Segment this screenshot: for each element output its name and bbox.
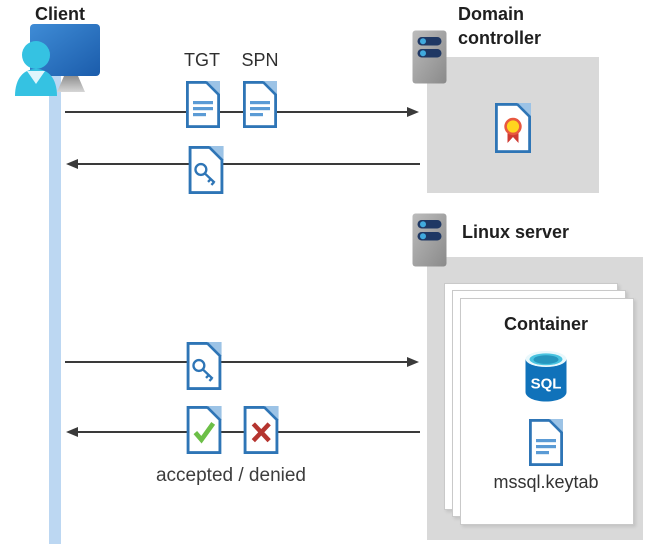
spn-document-icon	[243, 81, 277, 128]
key-document-icon	[186, 342, 222, 390]
tgt-label: TGT	[184, 50, 220, 70]
client-lifeline	[49, 70, 61, 544]
client-label: Client	[34, 4, 85, 24]
present-ticket-arrow	[65, 357, 419, 367]
domain-controller-server-icon	[412, 30, 447, 84]
result-label: accepted / denied	[155, 465, 306, 486]
certificate-document-icon	[495, 103, 531, 153]
linux-server-label: Linux server	[462, 222, 570, 242]
cross-document-icon	[243, 406, 279, 454]
client-user-computer-icon	[15, 24, 100, 96]
request-tgt-spn-arrow	[65, 107, 419, 117]
container-label: Container	[503, 314, 588, 334]
tgt-document-icon	[186, 81, 220, 128]
check-document-icon	[186, 406, 222, 454]
keytab-document-icon	[529, 419, 563, 466]
key-document-icon	[188, 146, 224, 194]
sql-badge-text: SQL	[531, 376, 562, 393]
return-ticket-arrow	[66, 159, 420, 169]
linux-server-icon	[412, 213, 447, 267]
domain-controller-label: Domain controller	[458, 4, 542, 48]
sql-database-icon: SQL	[525, 351, 567, 402]
spn-label: SPN	[241, 50, 279, 70]
container-card-front	[460, 298, 634, 525]
keytab-label: mssql.keytab	[493, 472, 599, 492]
